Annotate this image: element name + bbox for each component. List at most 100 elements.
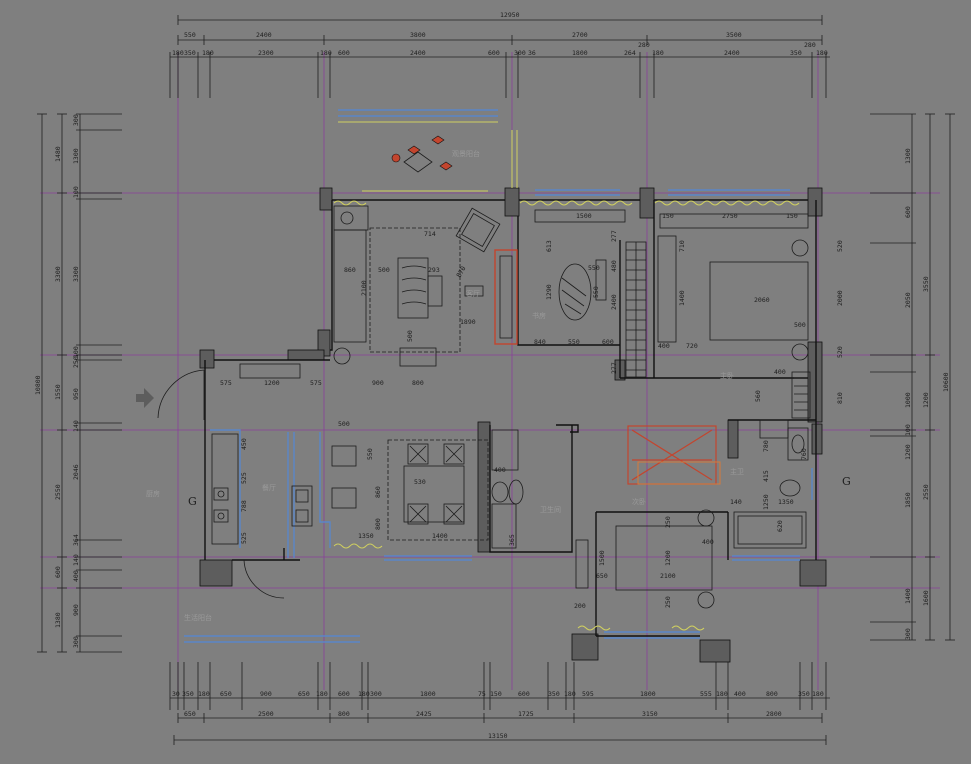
dim-text: 2100 — [360, 280, 368, 296]
dim-text: 500 — [378, 266, 390, 274]
dim-text: 180 — [316, 690, 328, 698]
dim-text: 2000 — [836, 290, 844, 306]
dim-text: 400 — [702, 538, 714, 546]
interior-dimensions: 860 500 293 2100 1890 500 714 870 575 12… — [220, 212, 844, 610]
dim-text: 180 — [652, 49, 664, 57]
dim-text: 2400 — [410, 49, 426, 57]
dim-text: 600 — [602, 338, 614, 346]
dim-text: 500 — [794, 321, 806, 329]
dim-text: 530 — [414, 478, 426, 486]
dim-text: 1000 — [904, 392, 912, 408]
room-label-bath: 卫生间 — [540, 505, 561, 514]
dim-text: 300 — [72, 114, 80, 126]
dim-text: 1200 — [264, 379, 280, 387]
dim-text: 400 — [774, 368, 786, 376]
dim-text: 277 — [610, 230, 618, 242]
dim-text: 3300 — [72, 266, 80, 282]
dim-text: 1380 — [54, 612, 62, 628]
dim-text: 365 — [508, 534, 516, 546]
dim-text: 600 — [488, 49, 500, 57]
dim-text: 350 — [182, 690, 194, 698]
dim-text: 2400 — [256, 31, 272, 39]
dim-text: 180 — [358, 690, 370, 698]
dim-text: 180 — [202, 49, 214, 57]
dim-text: 2700 — [572, 31, 588, 39]
dim-text: 650 — [596, 572, 608, 580]
dim-text: 350 — [548, 690, 560, 698]
room-label-balcony: 观景阳台 — [452, 149, 480, 158]
dim-text: 860 — [344, 266, 356, 274]
axis-grid — [40, 52, 940, 690]
dim-text: 3300 — [54, 266, 62, 282]
dim-text: 600 — [338, 49, 350, 57]
dim-text: 2425 — [416, 710, 432, 718]
dim-text: 300 — [72, 636, 80, 648]
dim-text: 1500 — [598, 550, 606, 566]
dim-text: 550 — [588, 264, 600, 272]
dim-text: 720 — [686, 342, 698, 350]
dim-text: 525 — [240, 532, 248, 544]
dim-text: 2550 — [922, 484, 930, 500]
dim-text: 650 — [220, 690, 232, 698]
dim-text: 3500 — [726, 31, 742, 39]
dim-text: 1350 — [778, 498, 794, 506]
dim-text: 150 — [662, 212, 674, 220]
dim-text: 620 — [776, 520, 784, 532]
dim-text: 710 — [678, 240, 686, 252]
dim-text: 2400 — [610, 294, 618, 310]
dim-text: 250 — [664, 516, 672, 528]
dim-text: 1725 — [518, 710, 534, 718]
room-label-master-bath: 主卫 — [730, 467, 744, 476]
section-marker-left: G — [188, 495, 197, 508]
dim-text: 1850 — [904, 492, 912, 508]
walls — [199, 187, 827, 663]
dim-text: 2550 — [54, 484, 62, 500]
dim-text: 575 — [310, 379, 322, 387]
dim-text: 550 — [366, 448, 374, 460]
dim-text: 1300 — [72, 148, 80, 164]
dim-text: 30 — [172, 690, 180, 698]
section-marker-right: G — [842, 475, 851, 488]
dim-text: 760 — [800, 448, 808, 460]
dim-text: 480 — [610, 260, 618, 272]
dining-furniture — [331, 439, 489, 541]
dim-text: 595 — [582, 690, 594, 698]
dim-text: 520 — [836, 240, 844, 252]
dim-text: 525 — [240, 472, 248, 484]
dim-text: 900 — [372, 379, 384, 387]
room-label-kitchen-balcony: 生活阳台 — [184, 613, 212, 622]
dim-text: 36 — [528, 49, 536, 57]
dim-text: 1400 — [432, 532, 448, 540]
dim-text: 613 — [545, 240, 553, 252]
dim-text: 2046 — [72, 464, 80, 480]
dim-text: 800 — [766, 690, 778, 698]
dim-text: 600 — [338, 690, 350, 698]
windows — [184, 109, 813, 643]
dim-text: 555 — [700, 690, 712, 698]
dim-text: 1200 — [664, 550, 672, 566]
room-label-master: 主卧 — [720, 371, 734, 380]
dim-text: 264 — [624, 49, 636, 57]
entry-door — [136, 369, 285, 599]
dim-text: 500 — [406, 330, 414, 342]
dim-text: 250 — [72, 356, 80, 368]
dim-text: 1200 — [904, 444, 912, 460]
left-dimension-chains: 10800 1480 3300 1550 2550 600 1380 300 1… — [34, 113, 122, 653]
dim-text: 1300 — [904, 148, 912, 164]
dim-text: 550 — [184, 31, 196, 39]
dim-text: 600 — [904, 206, 912, 218]
dim-text: 2300 — [258, 49, 274, 57]
dim-text: 800 — [338, 710, 350, 718]
dim-text: 1600 — [922, 590, 930, 606]
dim-text: 400 — [658, 342, 670, 350]
room-label-study: 书房 — [532, 311, 546, 320]
dim-text: 800 — [412, 379, 424, 387]
top-dimension-chains: 12950 550 2400 3800 2700 3500 180 350 18… — [169, 11, 830, 98]
dim-text: 140 — [730, 498, 742, 506]
dim-text: 714 — [424, 230, 436, 238]
top-total-dim: 12950 — [500, 11, 520, 19]
dim-text: 250 — [664, 596, 672, 608]
dim-text: 150 — [490, 690, 502, 698]
room-label-living: 客厅 — [466, 289, 480, 298]
